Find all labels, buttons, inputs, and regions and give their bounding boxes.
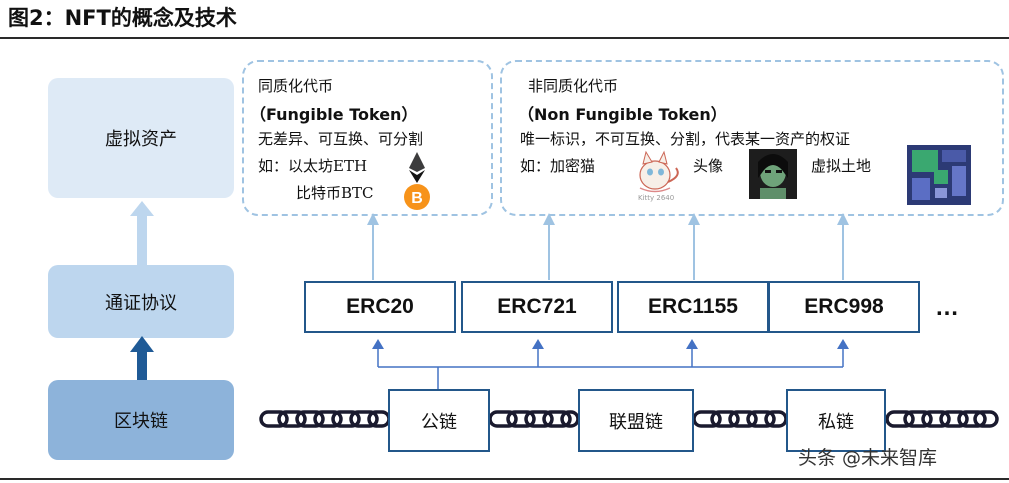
fungible-english: （Fungible Token） <box>250 105 418 124</box>
kitty-caption: Kitty 2640 <box>638 194 675 202</box>
token-protocol-box: 通证协议 <box>48 265 234 338</box>
chain-consortium: 联盟链 <box>578 389 694 452</box>
fungible-example-btc: 比特币BTC <box>296 184 374 202</box>
virtual-asset-label: 虚拟资产 <box>105 129 177 150</box>
bottom-rule <box>0 478 1009 480</box>
protocol-erc998: ERC998 <box>768 281 920 333</box>
ethereum-icon <box>409 152 425 183</box>
chain-public: 公链 <box>388 389 490 452</box>
chain-private: 私链 <box>786 389 886 452</box>
protocol-erc721: ERC721 <box>461 281 613 333</box>
nft-title: 非同质化代币 <box>528 77 619 95</box>
figure-title: 图2：NFT的概念及技术 <box>8 6 237 30</box>
nft-english: （Non Fungible Token） <box>518 105 727 124</box>
nft-example-cryptokitty: 如：加密猫 <box>520 157 596 175</box>
stack-arrow-up-bottom <box>130 336 154 380</box>
chain-consortium-label: 联盟链 <box>609 411 663 433</box>
blockchain-label: 区块链 <box>114 411 168 432</box>
protocol-erc998-label: ERC998 <box>804 295 884 318</box>
token-protocol-label: 通证协议 <box>105 292 177 314</box>
watermark: 头条 @未来智库 <box>798 447 938 469</box>
blockchain-box: 区块链 <box>48 380 234 460</box>
fungible-example-eth: 如：以太坊ETH <box>258 157 368 175</box>
nft-desc: 唯一标识，不可互换、分割，代表某一资产的权证 <box>520 130 851 148</box>
non-fungible-group <box>500 60 1004 216</box>
virtual-asset-box: 虚拟资产 <box>48 78 234 198</box>
protocol-erc20-label: ERC20 <box>346 295 414 318</box>
nft-example-avatar: 头像 <box>693 157 724 175</box>
protocol-erc1155: ERC1155 <box>617 281 769 333</box>
bitcoin-icon: B <box>404 184 430 210</box>
protocol-erc20: ERC20 <box>304 281 456 333</box>
avatar-icon <box>749 149 797 199</box>
fungible-group <box>242 60 493 216</box>
protocol-erc721-label: ERC721 <box>497 295 577 318</box>
stack-arrow-up-top <box>130 201 154 265</box>
chain-private-label: 私链 <box>818 411 854 433</box>
svg-text:B: B <box>411 190 423 207</box>
cryptokitty-icon <box>639 150 679 193</box>
chain-public-label: 公链 <box>421 411 457 433</box>
protocol-erc1155-label: ERC1155 <box>648 295 738 318</box>
fungible-desc: 无差异、可互换、可分割 <box>258 130 424 148</box>
nft-example-land: 虚拟土地 <box>811 157 872 175</box>
virtual-land-icon <box>907 145 971 205</box>
fungible-title: 同质化代币 <box>258 77 334 95</box>
protocols-more: … <box>935 294 960 321</box>
top-rule <box>0 37 1009 39</box>
